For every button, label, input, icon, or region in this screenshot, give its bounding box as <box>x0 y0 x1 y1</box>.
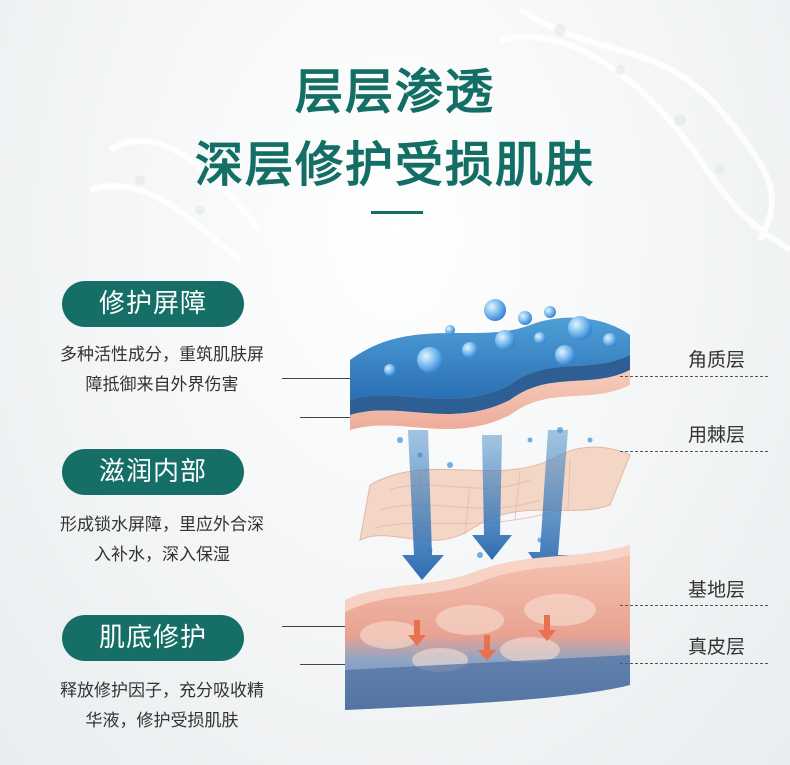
layer-label-dermis: 真皮层 <box>688 636 746 658</box>
guide-line <box>282 378 354 379</box>
feature-desc-line: 入补水，深入保湿 <box>94 545 230 565</box>
layer-dash-line <box>620 376 768 377</box>
skin-layers-illustration <box>345 299 631 710</box>
feature-desc-line: 多种活性成分，重筑肌肤屏 <box>60 345 264 365</box>
feature-pill-base-repair: 肌底修护 <box>62 615 244 661</box>
feature-desc-line: 形成锁水屏障，里应外合深 <box>60 515 264 535</box>
feature-pill-inner-moisturize: 滋润内部 <box>62 449 244 495</box>
feature-pill-barrier-repair: 修护屏障 <box>62 281 244 327</box>
feature-desc-line: 障抵御来自外界伤害 <box>85 375 239 395</box>
guide-line <box>282 626 368 627</box>
layer-dash-line <box>620 605 768 606</box>
title-divider <box>371 211 423 214</box>
layer-label-basal: 基地层 <box>688 579 746 601</box>
guide-line <box>300 417 382 418</box>
feature-desc-line: 华液，修护受损肌肤 <box>85 711 239 731</box>
feature-desc-line: 释放修护因子，充分吸收精 <box>60 681 264 701</box>
layer-label-spinous: 用棘层 <box>688 424 746 446</box>
page-title-line2: 深层修护受损肌肤 <box>194 137 595 193</box>
layer-dash-line <box>620 451 768 452</box>
page-title-line1: 层层渗透 <box>294 64 495 120</box>
layer-dash-line <box>620 663 768 664</box>
layer-label-stratum-corneum: 角质层 <box>688 349 746 371</box>
guide-line <box>300 664 380 665</box>
